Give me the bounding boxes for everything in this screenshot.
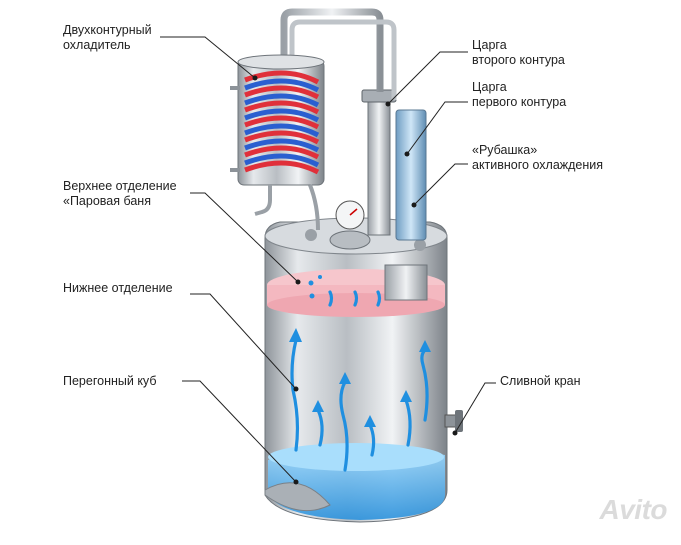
drain-valve [444,410,463,432]
label-column-second: Царга второго контура [472,38,565,68]
label-condenser-line2: охладитель [63,38,131,52]
condenser [230,54,325,216]
watermark-logo: Avito [599,494,668,525]
label-still-pot-line1: Перегонный куб [63,374,157,388]
label-column-first: Царга первого контура [472,80,566,110]
label-column-first-line1: Царга [472,80,507,94]
label-column-second-line1: Царга [472,38,507,52]
label-cooling-jacket-line2: активного охлаждения [472,158,604,172]
column [361,89,428,301]
label-column-second-line2: второго контура [472,53,565,67]
label-condenser: Двухконтурный охладитель [63,23,152,53]
leader-lines [160,36,496,485]
label-drain-valve: Сливной кран [500,374,581,389]
label-cooling-jacket: «Рубашка» активного охлаждения [472,143,603,173]
label-drain-valve-line1: Сливной кран [500,374,581,388]
label-lower-section: Нижнее отделение [63,281,173,296]
label-upper-section: Верхнее отделение «Паровая баня [63,179,177,209]
label-upper-section-line1: Верхнее отделение [63,179,177,193]
label-condenser-line1: Двухконтурный [63,23,152,37]
label-still-pot: Перегонный куб [63,374,156,389]
steam-arrows [289,275,431,472]
vapor-pipes [280,8,397,100]
label-column-first-line2: первого контура [472,95,567,109]
label-lower-section-line1: Нижнее отделение [63,281,173,295]
label-upper-section-line2: «Паровая баня [63,194,151,208]
label-cooling-jacket-line1: «Рубашка» [472,143,538,157]
still-pot [264,200,463,523]
